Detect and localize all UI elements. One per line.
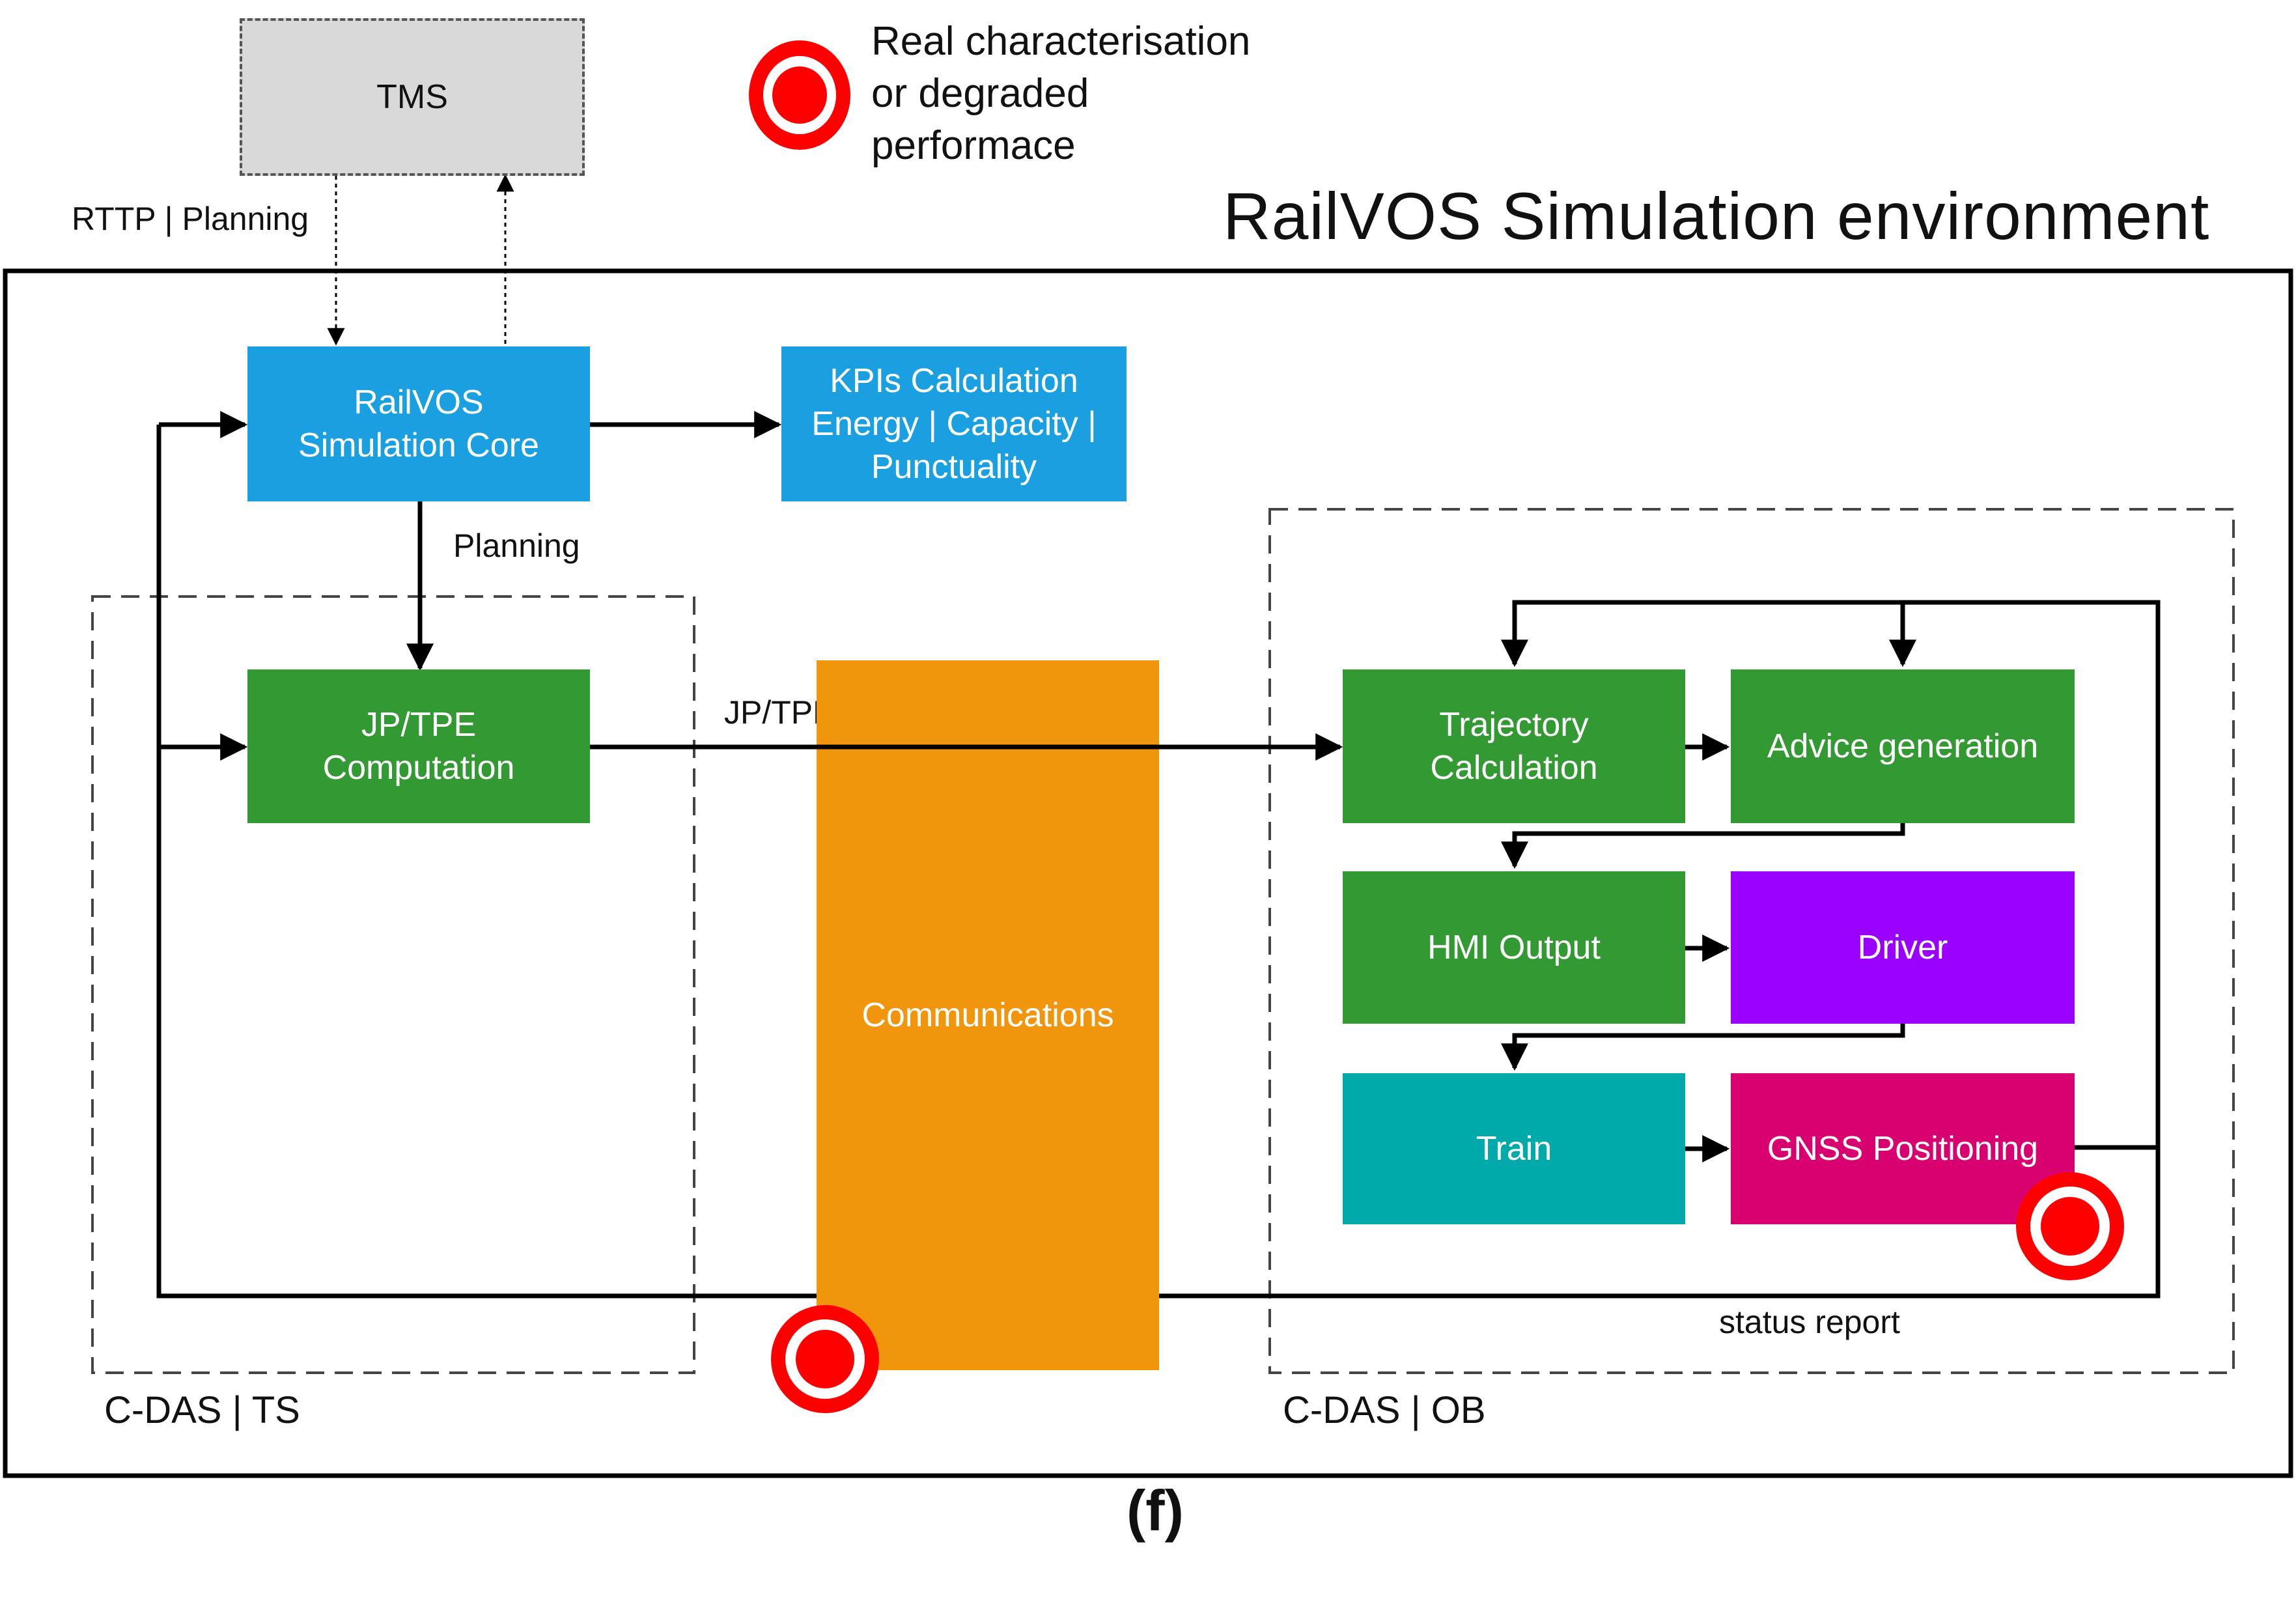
- region-ts-frame: [91, 595, 695, 1374]
- region-ts-label: C-DAS | TS: [104, 1389, 300, 1431]
- legend-text: Real characterisation or degraded perfor…: [871, 19, 1251, 168]
- advice-generation-box: Advice generation: [1731, 669, 2075, 823]
- trajectory-calculation-box: Trajectory Calculation: [1343, 669, 1685, 823]
- status-report-label: status report: [1719, 1304, 1900, 1340]
- comms-degraded-marker-icon: [771, 1305, 879, 1413]
- tms-box: TMS: [240, 18, 585, 176]
- hmi-output-box: HMI Output: [1343, 871, 1685, 1024]
- simulation-core-box: RailVOS Simulation Core: [247, 346, 590, 501]
- arrow-advice-to-hmi: [1501, 823, 1905, 869]
- planning-label: Planning: [453, 527, 580, 564]
- gnss-degraded-marker-icon: [2016, 1172, 2124, 1280]
- environment-title: RailVOS Simulation environment: [1223, 179, 2210, 253]
- legend-marker-icon: [749, 40, 850, 150]
- train-box: Train: [1343, 1073, 1685, 1224]
- region-ob-label: C-DAS | OB: [1283, 1389, 1486, 1431]
- figure-caption: (f): [1127, 1478, 1184, 1543]
- status-report-loop: [156, 425, 2161, 1299]
- arrow-driver-to-train: [1501, 1024, 1905, 1071]
- communications-box: Communications: [817, 660, 1159, 1370]
- region-ob-frame: [1268, 508, 2235, 1374]
- driver-box: Driver: [1731, 871, 2075, 1024]
- environment-frame: [3, 268, 2293, 1478]
- ob-top-loop: [1501, 600, 2161, 1147]
- rttp-planning-label: RTTP | Planning: [72, 201, 309, 237]
- gnss-positioning-box: GNSS Positioning: [1731, 1073, 2075, 1224]
- kpi-calculation-box: KPIs Calculation Energy | Capacity | Pun…: [781, 346, 1127, 501]
- jp-tpe-computation-box: JP/TPE Computation: [247, 669, 590, 823]
